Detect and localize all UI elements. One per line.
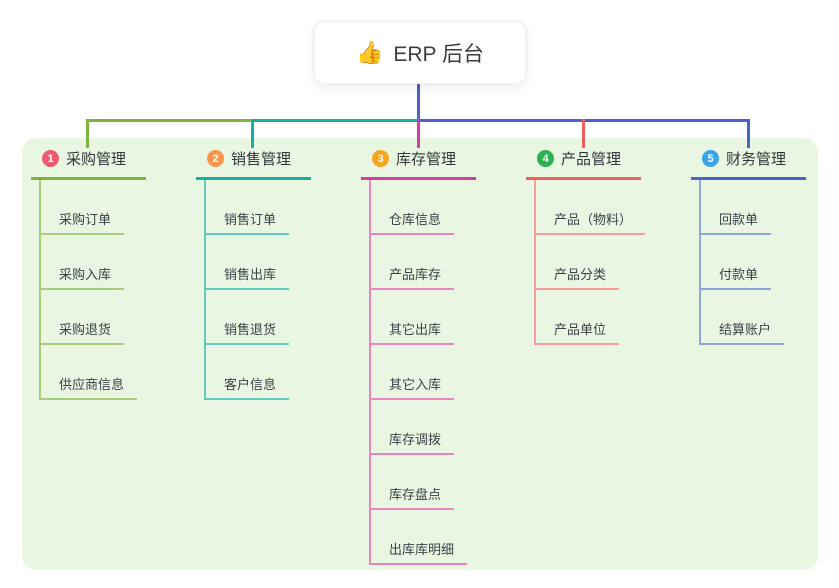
connector-drop-branch-3 xyxy=(417,119,420,148)
child-node[interactable]: 销售订单 xyxy=(206,180,290,235)
child-node[interactable]: 库存调拨 xyxy=(371,400,455,455)
connector-h-branch-1 xyxy=(86,119,252,122)
child-node[interactable]: 产品分类 xyxy=(536,235,620,290)
branch-number-badge: 5 xyxy=(702,150,719,167)
root-label: ERP 后台 xyxy=(393,42,485,66)
branch-children: 采购订单采购入库采购退货供应商信息 xyxy=(39,180,138,400)
branch-label: 库存管理 xyxy=(396,151,457,168)
branch-number-badge: 4 xyxy=(537,150,554,167)
branch-label: 采购管理 xyxy=(66,151,127,168)
branch-node[interactable]: 4 产品管理 xyxy=(526,148,641,180)
connector-h-branch-2 xyxy=(251,119,419,122)
child-node[interactable]: 其它入库 xyxy=(371,345,455,400)
branch-node[interactable]: 3 库存管理 xyxy=(361,148,476,180)
child-node[interactable]: 回款单 xyxy=(701,180,772,235)
branch-children: 销售订单销售出库销售退货客户信息 xyxy=(204,180,290,400)
child-node[interactable]: 库存盘点 xyxy=(371,455,455,510)
child-node[interactable]: 产品库存 xyxy=(371,235,455,290)
child-node[interactable]: 产品单位 xyxy=(536,290,620,345)
child-node[interactable]: 供应商信息 xyxy=(41,345,138,400)
branch-number-badge: 1 xyxy=(42,150,59,167)
branch-children: 产品（物料）产品分类产品单位 xyxy=(534,180,646,345)
connector-drop-branch-5 xyxy=(747,119,750,148)
child-node[interactable]: 付款单 xyxy=(701,235,772,290)
branch-node[interactable]: 1 采购管理 xyxy=(31,148,146,180)
root-node[interactable]: 👍 ERP 后台 xyxy=(314,21,526,84)
child-node[interactable]: 销售退货 xyxy=(206,290,290,345)
connector-drop-branch-4 xyxy=(582,119,585,148)
connector-drop-branch-1 xyxy=(86,119,89,148)
branch-4: 4 产品管理产品（物料）产品分类产品单位 xyxy=(526,148,646,345)
branch-children: 回款单付款单结算账户 xyxy=(699,180,785,345)
child-node[interactable]: 采购订单 xyxy=(41,180,125,235)
branch-1: 1 采购管理采购订单采购入库采购退货供应商信息 xyxy=(31,148,146,400)
child-node[interactable]: 其它出库 xyxy=(371,290,455,345)
branch-2: 2 销售管理销售订单销售出库销售退货客户信息 xyxy=(196,148,311,400)
branch-label: 销售管理 xyxy=(231,151,292,168)
branch-5: 5 财务管理回款单付款单结算账户 xyxy=(691,148,806,345)
child-node[interactable]: 仓库信息 xyxy=(371,180,455,235)
child-node[interactable]: 出库库明细 xyxy=(371,510,468,565)
branch-label: 财务管理 xyxy=(726,151,787,168)
child-node[interactable]: 采购退货 xyxy=(41,290,125,345)
thumbs-up-icon: 👍 xyxy=(355,39,384,65)
branch-3: 3 库存管理仓库信息产品库存其它出库其它入库库存调拨库存盘点出库库明细 xyxy=(361,148,476,565)
branch-node[interactable]: 2 销售管理 xyxy=(196,148,311,180)
branch-number-badge: 3 xyxy=(372,150,389,167)
child-node[interactable]: 采购入库 xyxy=(41,235,125,290)
child-node[interactable]: 客户信息 xyxy=(206,345,290,400)
branch-node[interactable]: 5 财务管理 xyxy=(691,148,806,180)
branch-number-badge: 2 xyxy=(207,150,224,167)
connector-drop-branch-2 xyxy=(251,119,254,148)
child-node[interactable]: 产品（物料） xyxy=(536,180,646,235)
child-node[interactable]: 结算账户 xyxy=(701,290,785,345)
branch-label: 产品管理 xyxy=(561,151,622,168)
child-node[interactable]: 销售出库 xyxy=(206,235,290,290)
branch-children: 仓库信息产品库存其它出库其它入库库存调拨库存盘点出库库明细 xyxy=(369,180,468,565)
root-stem-line xyxy=(417,82,420,121)
branches-panel xyxy=(22,138,818,570)
